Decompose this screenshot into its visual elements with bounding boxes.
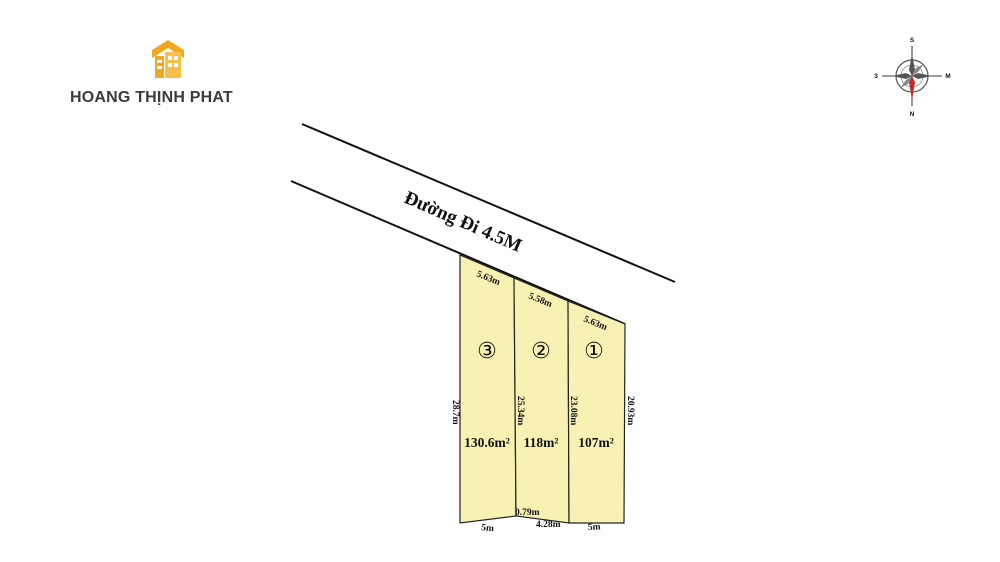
lot-3-side-dim: 28.7m bbox=[450, 400, 460, 425]
lot-2-back-extra-dim: 0.79m bbox=[515, 508, 540, 518]
brand-logo: HOANG THỊNH PHAT bbox=[70, 38, 270, 110]
lot-2-side-dim: 25.34m bbox=[515, 396, 525, 425]
lot-3-number: ③ bbox=[477, 339, 497, 364]
lot-1-side-dim: 23.08m bbox=[568, 396, 578, 425]
lot-2-area: 118m² bbox=[524, 435, 559, 450]
compass-left-label: 3 bbox=[874, 73, 878, 80]
compass-bottom-label: N bbox=[910, 111, 915, 118]
lot-3-back-dim: 5m bbox=[481, 523, 495, 534]
lot-2-back-dim: 4.28m bbox=[536, 520, 561, 530]
lot-3 bbox=[459, 254, 517, 524]
lot-3-area: 130.6m² bbox=[464, 435, 510, 450]
compass-rose-icon: S N 3 M bbox=[874, 37, 951, 118]
road-edge-top bbox=[301, 123, 676, 283]
lot-1 bbox=[567, 300, 626, 524]
brand-name: HOANG THỊNH PHAT bbox=[70, 89, 233, 106]
road-label: Đường Đi 4.5M bbox=[401, 187, 525, 256]
lot-1-right-side-dim: 20.93m bbox=[625, 396, 635, 425]
lot-1-number: ① bbox=[584, 339, 604, 364]
compass-right-label: M bbox=[945, 73, 950, 80]
lot-1-area: 107m² bbox=[578, 435, 614, 450]
building-logo-icon bbox=[152, 40, 184, 78]
road-edge-bottom bbox=[290, 180, 626, 325]
lot-2-number: ② bbox=[531, 339, 551, 364]
compass-top-label: S bbox=[910, 37, 915, 44]
lot-1-back-dim: 5m bbox=[588, 522, 601, 533]
